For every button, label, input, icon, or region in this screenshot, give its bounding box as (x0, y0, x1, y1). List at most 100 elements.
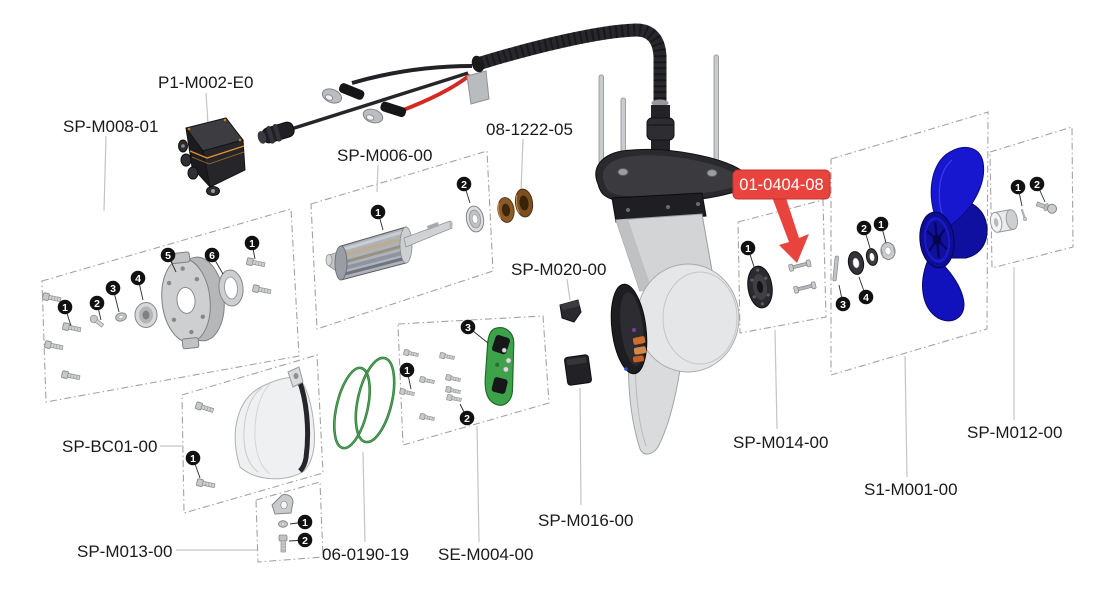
svg-text:3: 3 (110, 283, 116, 295)
svg-text:1: 1 (62, 302, 68, 314)
svg-text:2: 2 (861, 223, 867, 235)
panel-sp-m012-00 (989, 126, 1074, 269)
panel-sp-m014-00 (737, 199, 827, 334)
panel-s1-m001-00 (830, 111, 989, 376)
svg-text:2: 2 (94, 298, 100, 310)
label-sp-m016-00: SP-M016-00 (538, 511, 633, 530)
pan-head-screw (89, 314, 105, 328)
item-badge-2: 2 (456, 176, 472, 204)
item-badge-1: 1 (1010, 179, 1026, 207)
item-badge-2: 2 (89, 295, 105, 321)
label-08-1222-05: 08-1222-05 (486, 120, 573, 139)
anode-block-part (564, 354, 592, 386)
nose-cone-part (194, 366, 315, 490)
svg-text:3: 3 (465, 322, 471, 334)
label-sp-bc01-00: SP-BC01-00 (62, 437, 157, 456)
motor-main-unit-part (595, 54, 749, 455)
item-badge-3: 3 (460, 319, 489, 344)
rotor-bearing (465, 205, 485, 233)
item-badge-6: 6 (204, 247, 224, 275)
label-sp-m013-00: SP-M013-00 (77, 542, 172, 561)
leader-sp-m006-00 (376, 164, 379, 193)
leader-s1-m001-00 (904, 355, 908, 478)
item-badge-1: 1 (185, 450, 201, 479)
item-badge-4: 4 (130, 270, 146, 301)
leader-p1-m002-e0 (205, 92, 209, 125)
rotor-part (325, 205, 485, 281)
leader-sp-m020-00 (566, 278, 571, 301)
brush-plate-hardware-part (399, 327, 515, 423)
label-06-0190-19: 06-0190-19 (322, 545, 409, 564)
label-se-m004-00: SE-M004-00 (438, 545, 533, 564)
callout-01-0404-08[interactable]: 01-0404-08 (732, 169, 831, 263)
item-badge-3: 3 (835, 284, 851, 312)
svg-text:1: 1 (190, 453, 196, 465)
panel-se-m004-00 (397, 315, 550, 446)
propeller-hardware-part (832, 242, 896, 282)
bearing (134, 302, 158, 328)
svg-text:4: 4 (863, 292, 869, 304)
item-badge-2: 2 (288, 532, 313, 548)
leader-sp-m016-00 (579, 387, 582, 506)
bracket-hardware-part (271, 494, 294, 553)
svg-text:3: 3 (840, 299, 846, 311)
leader-sp-m008-01 (103, 135, 107, 212)
item-badge-1: 1 (399, 362, 415, 390)
o-ring-parts (333, 356, 396, 450)
svg-text:2: 2 (1034, 179, 1040, 191)
svg-text:4: 4 (135, 273, 141, 285)
callout-label: 01-0404-08 (739, 176, 823, 194)
label-sp-m020-00: SP-M020-00 (511, 260, 606, 279)
svg-text:1: 1 (249, 238, 255, 250)
item-badge-3: 3 (105, 280, 121, 313)
svg-text:5: 5 (165, 250, 171, 262)
item-badge-1: 1 (289, 514, 313, 530)
svg-text:2: 2 (461, 179, 467, 191)
panel-sp-m008-01 (41, 208, 300, 403)
prop-nut-part (989, 201, 1058, 233)
svg-text:6: 6 (209, 250, 215, 262)
svg-text:1: 1 (1015, 182, 1021, 194)
item-badge-2: 2 (1029, 176, 1046, 203)
power-cable-part (257, 23, 667, 144)
shear-pin (788, 259, 812, 272)
item-badge-1: 1 (740, 240, 756, 271)
item-badge-5: 5 (160, 247, 177, 273)
item-badge-4: 4 (858, 276, 874, 305)
leader-06-0190-19 (362, 451, 366, 543)
motor-flange-part (747, 259, 817, 309)
svg-text:1: 1 (745, 243, 751, 255)
gasket-ring (218, 269, 244, 307)
label-p1-m002-e0: P1-M002-E0 (158, 73, 253, 92)
shear-pin (793, 281, 817, 294)
cable-connector (257, 121, 295, 144)
leader-sp-m014-00 (774, 329, 778, 430)
item-badge-1: 1 (873, 216, 889, 244)
item-badge-1: 1 (370, 204, 386, 231)
item-badge-1: 1 (57, 299, 73, 327)
svg-text:1: 1 (404, 365, 410, 377)
svg-text:1: 1 (302, 517, 308, 529)
propeller-part (919, 147, 988, 322)
svg-text:2: 2 (464, 413, 470, 425)
wedge-block-part (559, 299, 582, 323)
label-s1-m001-00: S1-M001-00 (864, 480, 958, 499)
leader-se-m004-00 (476, 425, 480, 543)
callout-arrow-icon (772, 195, 809, 263)
label-sp-m014-00: SP-M014-00 (733, 433, 828, 452)
washer (115, 312, 127, 322)
label-sp-m006-00: SP-M006-00 (337, 146, 432, 165)
panel-sp-bc01-00 (181, 354, 324, 514)
brush-pcb-part (484, 327, 515, 406)
motor-endcap-hardware-part (41, 251, 272, 382)
item-badge-2: 2 (856, 220, 872, 249)
svg-text:1: 1 (375, 207, 381, 219)
label-sp-m008-01: SP-M008-01 (63, 117, 158, 136)
panel-sp-m013-00 (255, 481, 324, 563)
item-badge-2: 2 (459, 403, 475, 426)
end-cap (161, 251, 225, 350)
svg-text:2: 2 (302, 535, 308, 547)
item-badge-1: 1 (244, 235, 260, 260)
control-box-part (178, 117, 246, 196)
